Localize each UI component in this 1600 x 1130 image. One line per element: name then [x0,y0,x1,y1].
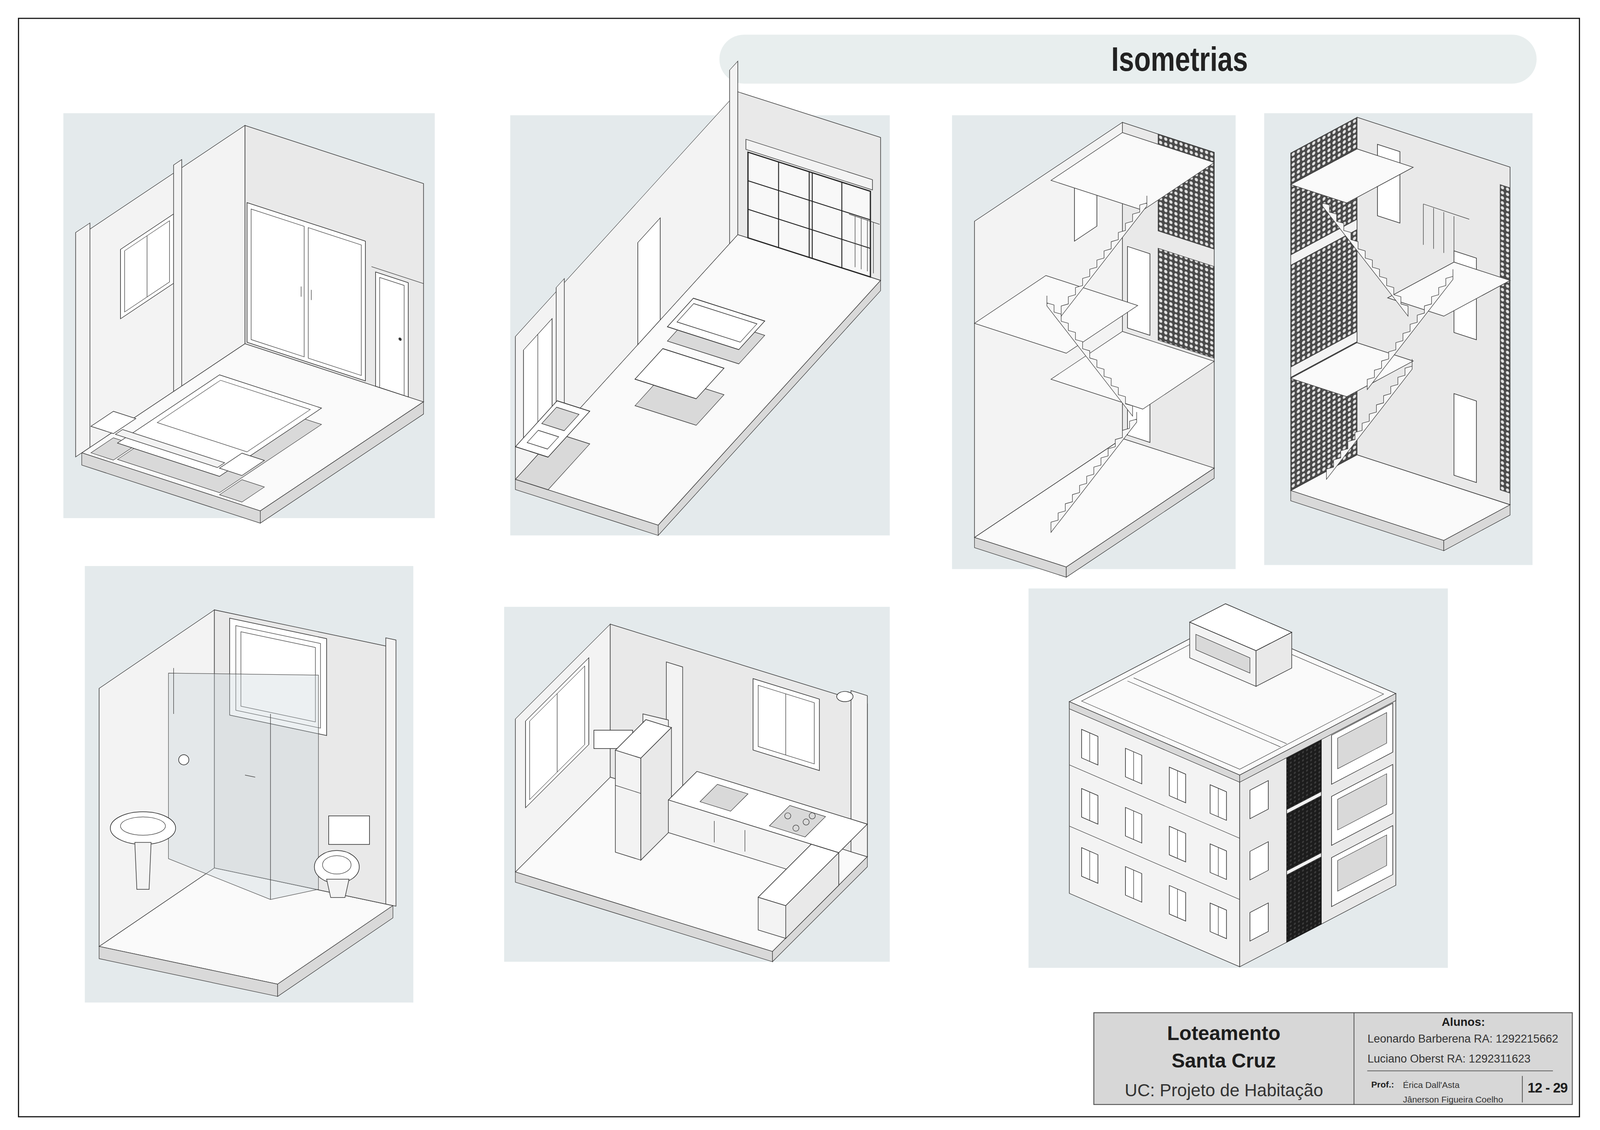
cell-text: Jânerson Figueira Coelho [1402,1094,1522,1106]
building-isometric [1069,604,1396,968]
cell-text: Érica Dall'Asta [1402,1080,1522,1091]
cell-text: Alunos: [1354,1015,1573,1030]
kitchen-isometric [515,616,868,963]
students-cell: Alunos: Leonardo Barberena RA: 1292215662… [1354,1013,1573,1072]
living-room-isometric [515,61,881,536]
title-block: Loteamento Santa CruzUC: Projeto de Habi… [1093,1013,1573,1105]
sheet-title: Isometrias [1111,39,1248,80]
cell-text: Luciano Oberst RA: 1292311623 [1367,1052,1570,1067]
sheet-border [18,18,1580,1118]
cell-text: 12 - 29 [1524,1080,1571,1097]
cell-text: Loteamento Santa Cruz [1144,1020,1303,1075]
bedroom-isometric [75,117,424,524]
title-band [719,34,1537,84]
title-block-frame [1093,1012,1573,1105]
stair-section-isometric [974,122,1215,578]
view-panels [63,113,1533,1003]
professor-cell: Prof.:Érica Dall'AstaJânerson Figueira C… [1354,1071,1523,1105]
sheet-number: 12 - 29 [1522,1071,1573,1105]
bathroom-isometric [99,602,397,998]
cell-text: Prof.: [1371,1079,1402,1091]
cell-text: UC: Projeto de Habitação [1093,1080,1355,1102]
cell-text: Leonardo Barberena RA: 1292215662 [1367,1032,1570,1047]
stair-section-isometric [1290,117,1510,552]
